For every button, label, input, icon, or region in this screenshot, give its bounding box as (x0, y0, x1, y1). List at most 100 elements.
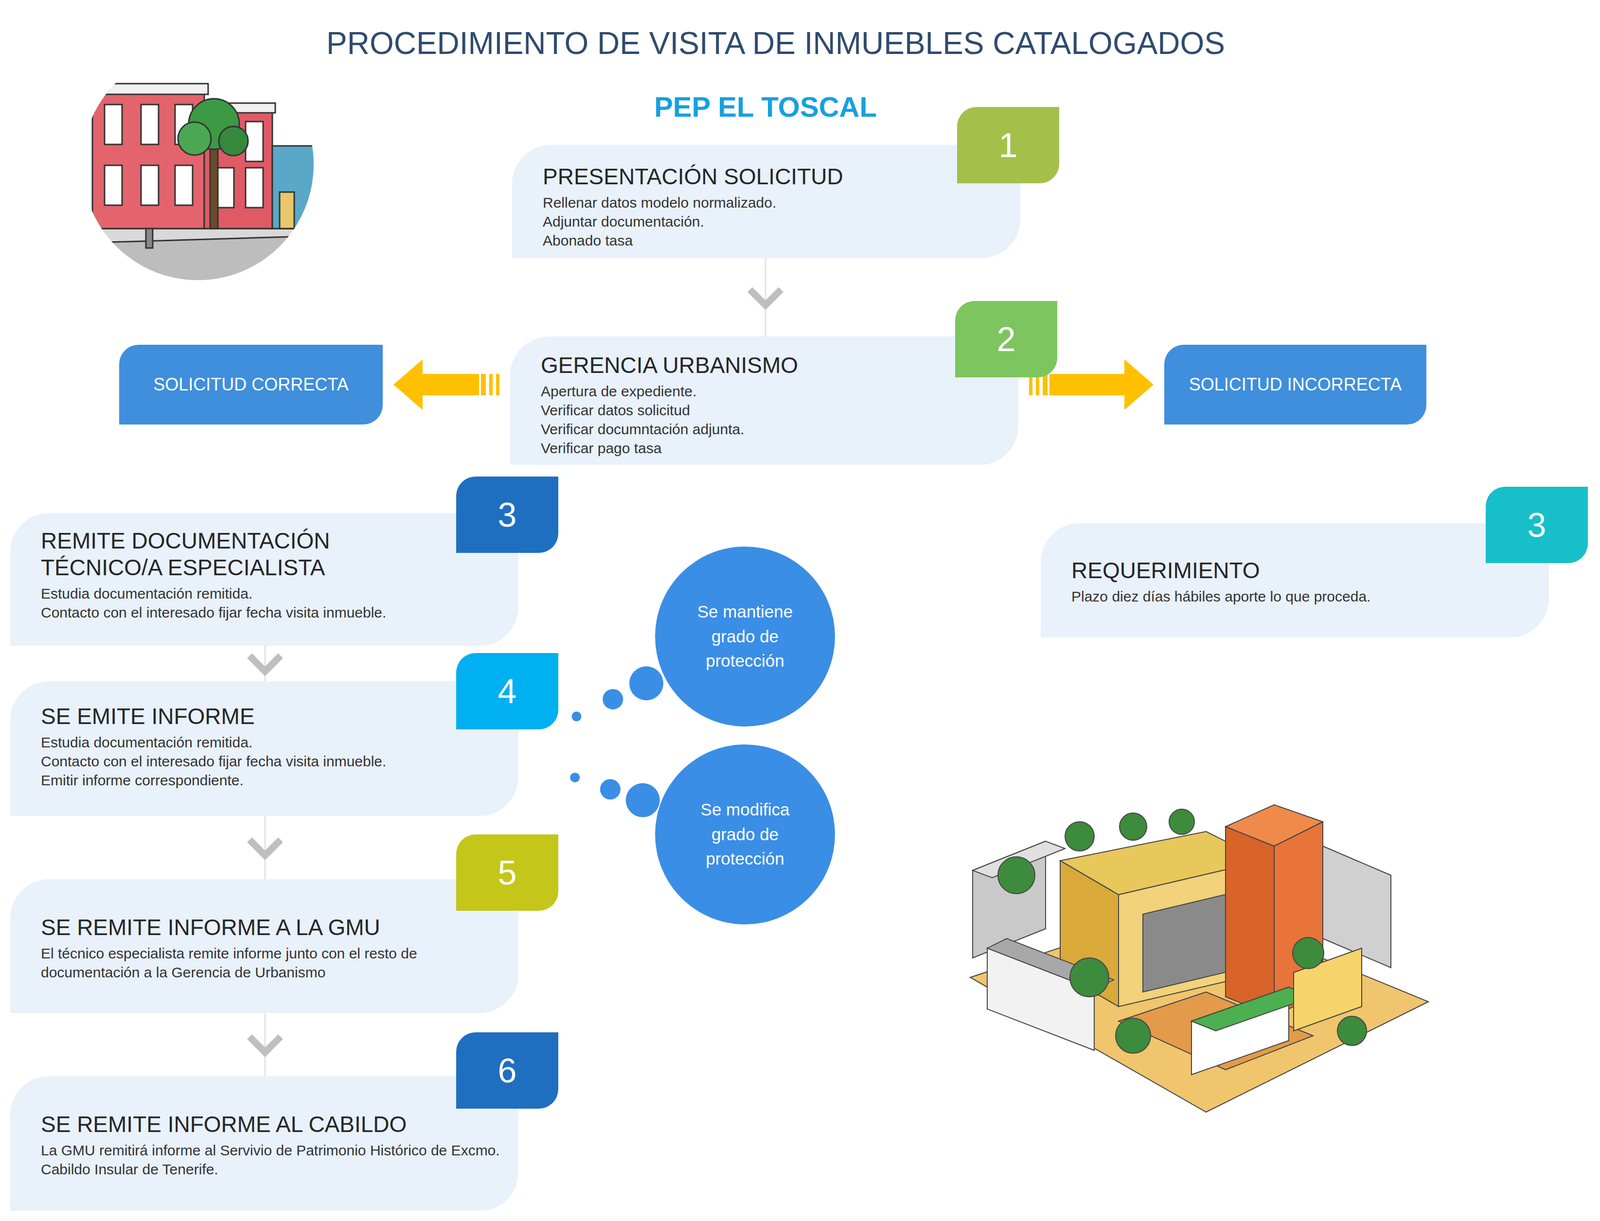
illustration-circle (997, 856, 1035, 894)
box-text: El técnico especialista remite informe j… (40, 943, 504, 982)
box-text: Rellenar datos modelo normalizado. (542, 193, 1006, 213)
connector-line (264, 1013, 267, 1077)
building-illustration (970, 804, 1429, 1113)
result-text: SOLICITUD CORRECTA (153, 374, 349, 395)
illustration-polygon (1225, 826, 1275, 1017)
diagram-title: PROCEDIMIENTO DE VISITA DE INMUEBLES CAT… (326, 25, 1226, 62)
yellow-arrow (393, 359, 500, 410)
step-number-text: 3 (497, 495, 517, 535)
connector-dot (600, 779, 621, 800)
illustration-circle (1337, 1016, 1367, 1046)
box-text: Apertura de expediente. (540, 381, 1004, 401)
connector-dot (629, 666, 664, 701)
chevron-head (249, 656, 281, 672)
box-text: Verificar datos solicitud (540, 400, 1004, 420)
box-text: Abonado tasa (542, 231, 1006, 250)
illustration-g (997, 809, 1367, 1054)
illustration-circle (1292, 937, 1324, 969)
box-text: La GMU remitirá informe al Servivio de P… (40, 1140, 504, 1179)
box-text: Verificar pago tasa (540, 438, 1004, 458)
step-number-text: 4 (497, 672, 517, 712)
box-heading: SE REMITE INFORME AL CABILDO (40, 1111, 504, 1138)
illustration-rect (88, 83, 209, 95)
outcome-circle: Se mantiene grado de protección (655, 546, 836, 727)
connector-dot (625, 783, 660, 818)
illustration-rect (104, 104, 123, 145)
dotted-connector (518, 758, 660, 818)
step-number: 3 (456, 476, 559, 553)
process-box: REQUERIMIENTOPlazo diez días hábiles apo… (1040, 523, 1549, 638)
illustration-rect (279, 192, 295, 229)
step-number-text: 1 (998, 125, 1018, 165)
outcome-text: Se modifica grado de protección (655, 797, 836, 872)
process-box: SE REMITE INFORME A LA GMUEl técnico esp… (10, 879, 519, 1014)
illustration-polygon (1322, 846, 1391, 968)
chevron-head (249, 1036, 281, 1053)
illustration-polygon (1225, 804, 1323, 847)
step-number: 5 (456, 834, 559, 911)
box-text: Estudia documentación remitida. (40, 584, 504, 604)
townhouse-illustration (77, 43, 321, 292)
result-box: SOLICITUD CORRECTA (119, 344, 383, 425)
process-box: SE EMITE INFORMEEstudia documentación re… (10, 681, 519, 817)
step-number: 1 (957, 106, 1060, 184)
flow-arrow (749, 258, 782, 337)
chevron-head (249, 839, 281, 856)
illustration-rect (175, 165, 193, 206)
process-box: GERENCIA URBANISMOApertura de expediente… (510, 336, 1019, 465)
step-number-text: 5 (497, 853, 517, 893)
process-box: REMITE DOCUMENTACIÓN TÉCNICO/A ESPECIALI… (10, 513, 519, 646)
box-text: Verificar documntación adjunta. (540, 419, 1004, 439)
step-number: 4 (456, 653, 559, 730)
flow-arrow (249, 1013, 281, 1077)
process-box: PRESENTACIÓN SOLICITUDRellenar datos mod… (512, 144, 1021, 259)
box-text: Contacto con el interesado fijar fecha v… (40, 603, 504, 623)
connector-line (264, 816, 267, 880)
chevron-head (749, 289, 782, 306)
result-text: SOLICITUD INCORRECTA (1189, 374, 1402, 395)
illustration-rect (141, 165, 159, 206)
box-heading: GERENCIA URBANISMO (540, 352, 1004, 379)
illustration-circle (218, 126, 249, 156)
box-heading: SE EMITE INFORME (40, 703, 504, 730)
box-text: Contacto con el interesado fijar fecha v… (40, 751, 504, 771)
illustration-circle (177, 122, 212, 156)
flow-arrow (249, 645, 281, 682)
subtitle: PEP EL TOSCAL (654, 90, 877, 124)
flow-arrow (249, 816, 281, 880)
illustration-polygon (77, 228, 321, 292)
illustration-circle (1119, 813, 1147, 841)
illustration-rect (272, 145, 321, 229)
step-number-text: 3 (1527, 505, 1547, 545)
illustration-polygon (77, 235, 321, 292)
box-text: Emitir informe correspondiente. (40, 770, 504, 790)
illustration-circle (1065, 821, 1095, 852)
step-number-text: 6 (497, 1051, 517, 1091)
box-heading: REQUERIMIENTO (1071, 557, 1535, 585)
outcome-circle: Se modifica grado de protección (655, 744, 836, 925)
illustration-rect (92, 89, 205, 229)
box-text: Estudia documentación remitida. (40, 732, 504, 752)
result-box: SOLICITUD INCORRECTA (1164, 344, 1427, 425)
box-text: Adjuntar documentación. (542, 212, 1006, 232)
box-text: Plazo diez días hábiles aporte lo que pr… (1071, 586, 1535, 606)
illustration-rect (210, 145, 218, 229)
flow-arrow (382, 359, 511, 410)
illustration-circle (1115, 1018, 1151, 1054)
step-number: 6 (456, 1032, 559, 1109)
process-box: SE REMITE INFORME AL CABILDOLa GMU remit… (10, 1076, 519, 1211)
illustration-rect (245, 167, 264, 208)
illustration-rect (141, 104, 159, 145)
connector-dot (571, 711, 582, 722)
illustration-rect (145, 228, 153, 249)
connector-dot (569, 772, 580, 783)
step-number-text: 2 (996, 320, 1016, 359)
illustration-circle (1069, 958, 1109, 997)
step-number: 2 (955, 301, 1058, 378)
illustration-rect (104, 165, 123, 206)
connector-dot (602, 689, 623, 710)
illustration-rect (216, 167, 234, 208)
box-heading: SE REMITE INFORME A LA GMU (40, 914, 504, 942)
connector-line (764, 258, 767, 337)
